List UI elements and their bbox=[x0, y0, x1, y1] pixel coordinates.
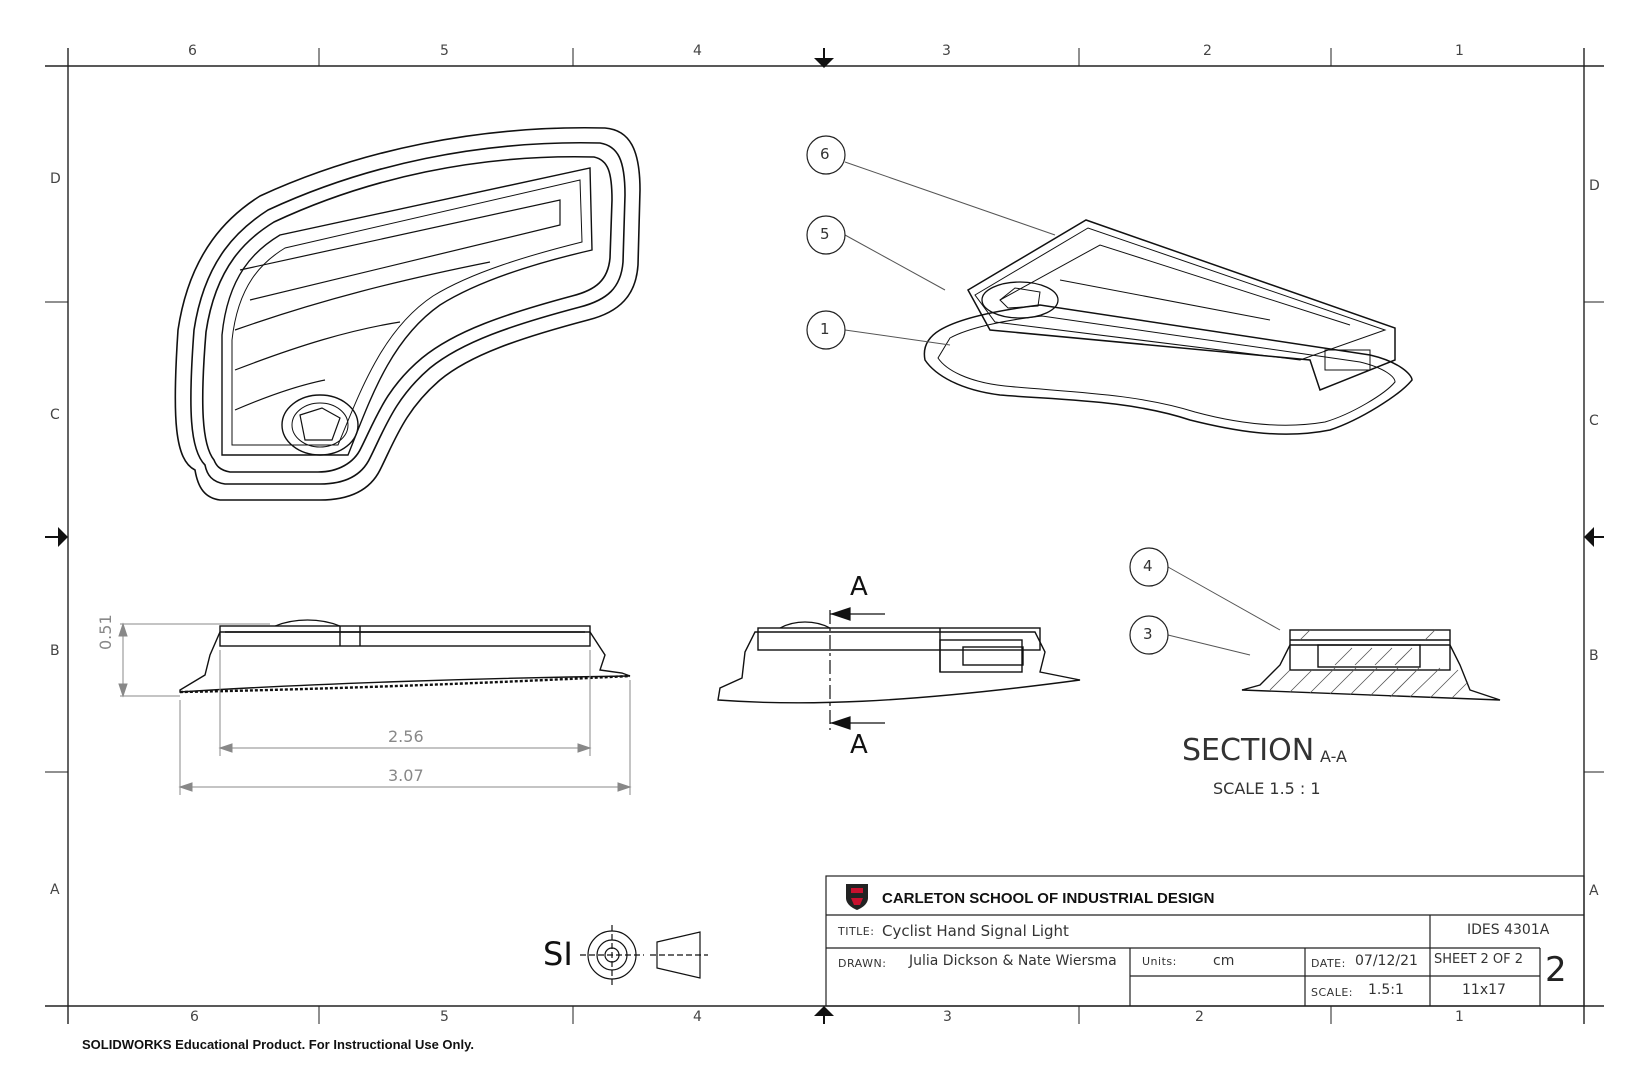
top-view bbox=[174, 126, 641, 501]
section-arrow-label-bottom: A bbox=[850, 730, 868, 760]
center-marks bbox=[45, 48, 1604, 1024]
title-block-grid bbox=[825, 875, 1585, 1007]
section-title: SECTION bbox=[1182, 733, 1315, 768]
dimension-height: 0.51 bbox=[96, 614, 115, 650]
zone-top-2: 2 bbox=[1203, 43, 1212, 59]
balloon-6: 6 bbox=[820, 145, 830, 163]
zone-bottom-3: 3 bbox=[943, 1009, 952, 1025]
zone-top-6: 6 bbox=[188, 43, 197, 59]
front-view bbox=[179, 619, 631, 694]
dimension-lines bbox=[118, 622, 632, 795]
balloon-leaders bbox=[844, 161, 1281, 656]
scale-caption: SCALE: bbox=[1311, 986, 1353, 999]
section-cut-line bbox=[829, 607, 885, 730]
units-caption: Units: bbox=[1142, 955, 1177, 968]
section-title-suffix: A-A bbox=[1320, 747, 1347, 766]
zone-bottom-6: 6 bbox=[190, 1009, 199, 1025]
balloon-circles bbox=[806, 135, 1169, 655]
zone-left-A: A bbox=[50, 882, 60, 898]
balloon-1: 1 bbox=[820, 320, 830, 338]
drawing-title: Cyclist Hand Signal Light bbox=[882, 922, 1069, 940]
balloon-3: 3 bbox=[1143, 625, 1153, 643]
course-code: IDES 4301A bbox=[1467, 922, 1550, 938]
sheet-border bbox=[45, 48, 1604, 1024]
drawn-caption: DRAWN: bbox=[838, 957, 887, 970]
date-caption: DATE: bbox=[1311, 957, 1346, 970]
section-scale: SCALE 1.5 : 1 bbox=[1213, 779, 1321, 798]
zone-right-D: D bbox=[1589, 178, 1600, 194]
drawn-by: Julia Dickson & Nate Wiersma bbox=[909, 953, 1117, 969]
zone-bottom-5: 5 bbox=[440, 1009, 449, 1025]
dimension-inner-width: 2.56 bbox=[388, 727, 424, 746]
zone-right-C: C bbox=[1589, 413, 1599, 429]
side-view bbox=[717, 621, 1081, 704]
dimension-overall-width: 3.07 bbox=[388, 766, 424, 785]
balloon-4: 4 bbox=[1143, 557, 1153, 575]
balloon-5: 5 bbox=[820, 225, 830, 243]
projection-symbol bbox=[580, 925, 708, 985]
zone-bottom-1: 1 bbox=[1455, 1009, 1464, 1025]
projection-label: SI bbox=[543, 935, 573, 973]
zone-right-A: A bbox=[1589, 883, 1599, 899]
sheet-number: 2 bbox=[1545, 950, 1567, 990]
school-logo bbox=[846, 884, 868, 910]
units-value: cm bbox=[1213, 953, 1235, 969]
zone-top-4: 4 bbox=[693, 43, 702, 59]
zone-bottom-2: 2 bbox=[1195, 1009, 1204, 1025]
section-arrow-label-top: A bbox=[850, 572, 868, 602]
zone-bottom-4: 4 bbox=[693, 1009, 702, 1025]
sheet-of: SHEET 2 OF 2 bbox=[1434, 952, 1524, 967]
zone-left-B: B bbox=[50, 643, 60, 659]
section-view bbox=[1241, 629, 1501, 701]
school-name: CARLETON SCHOOL OF INDUSTRIAL DESIGN bbox=[882, 890, 1215, 907]
zone-top-5: 5 bbox=[440, 43, 449, 59]
scale-value: 1.5:1 bbox=[1368, 982, 1404, 998]
zone-left-C: C bbox=[50, 407, 60, 423]
watermark-footer: SOLIDWORKS Educational Product. For Inst… bbox=[82, 1037, 474, 1052]
zone-left-D: D bbox=[50, 171, 61, 187]
date-value: 07/12/21 bbox=[1355, 953, 1418, 969]
title-caption: TITLE: bbox=[838, 925, 875, 938]
section-hatching bbox=[1269, 629, 1469, 699]
zone-top-3: 3 bbox=[942, 43, 951, 59]
zone-right-B: B bbox=[1589, 648, 1599, 664]
paper-size: 11x17 bbox=[1462, 982, 1506, 998]
zone-top-1: 1 bbox=[1455, 43, 1464, 59]
isometric-view bbox=[923, 219, 1413, 435]
